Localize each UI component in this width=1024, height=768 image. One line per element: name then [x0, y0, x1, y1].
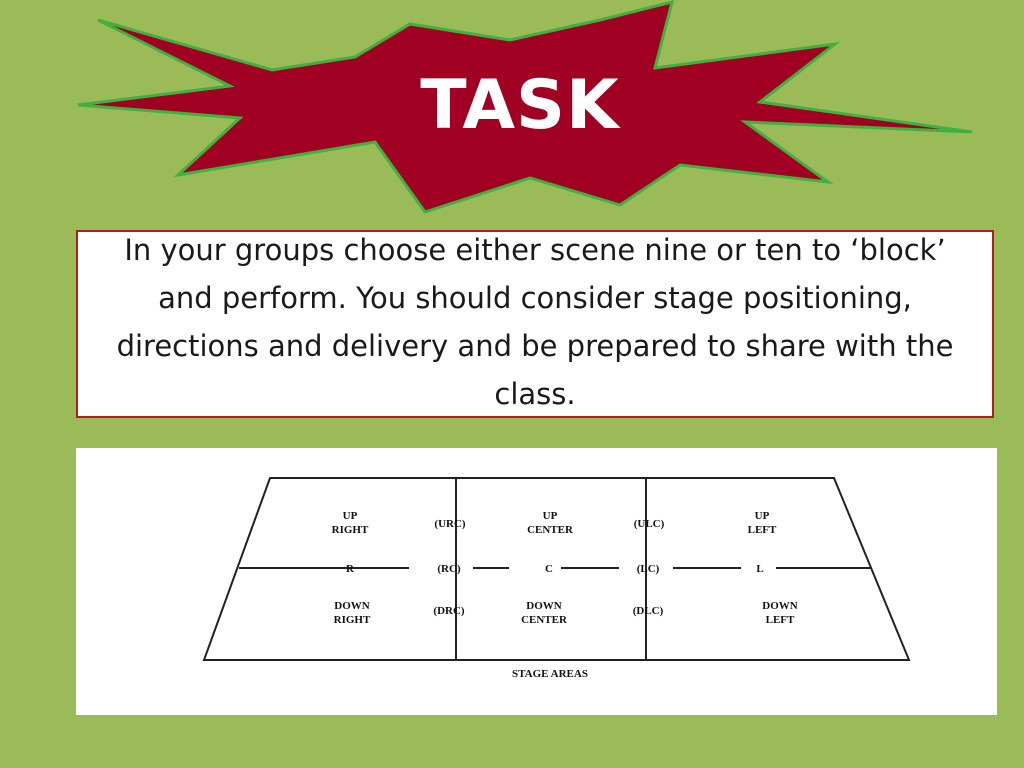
down-center-label-1: DOWN [526, 600, 562, 612]
task-burst: TASK [0, 0, 1024, 230]
up-center-label-2: CENTER [527, 524, 574, 536]
urc-label: (URC) [434, 518, 465, 530]
up-right-label-2: RIGHT [332, 524, 369, 536]
down-left-label-1: DOWN [762, 600, 798, 612]
instructions-box: In your groups choose either scene nine … [76, 230, 994, 418]
up-left-label-2: LEFT [748, 524, 777, 536]
lc-label: (LC) [637, 563, 660, 575]
drc-label: (DRC) [433, 605, 464, 617]
l-label: L [756, 563, 763, 575]
starburst-shape [77, 0, 973, 214]
up-right-label-1: UP [343, 510, 358, 522]
down-left-label-2: LEFT [766, 614, 795, 626]
down-right-label-1: DOWN [334, 600, 370, 612]
ulc-label: (ULC) [634, 518, 665, 530]
down-center-label-2: CENTER [521, 614, 568, 626]
stage-grid: UP RIGHT (URC) UP CENTER (ULC) UP LEFT R… [202, 477, 911, 680]
up-center-label-1: UP [543, 510, 558, 522]
dlc-label: (DLC) [633, 605, 664, 617]
up-left-label-1: UP [755, 510, 770, 522]
task-title: TASK [420, 66, 620, 145]
stage-areas-diagram: UP RIGHT (URC) UP CENTER (ULC) UP LEFT R… [76, 448, 997, 715]
stage-outline [202, 477, 911, 661]
rc-label: (RC) [437, 563, 461, 575]
instructions-text: In your groups choose either scene nine … [116, 233, 954, 411]
down-right-label-2: RIGHT [334, 614, 371, 626]
r-label: R [346, 563, 355, 575]
stage-areas-caption: STAGE AREAS [512, 668, 588, 680]
c-label: C [545, 563, 553, 575]
